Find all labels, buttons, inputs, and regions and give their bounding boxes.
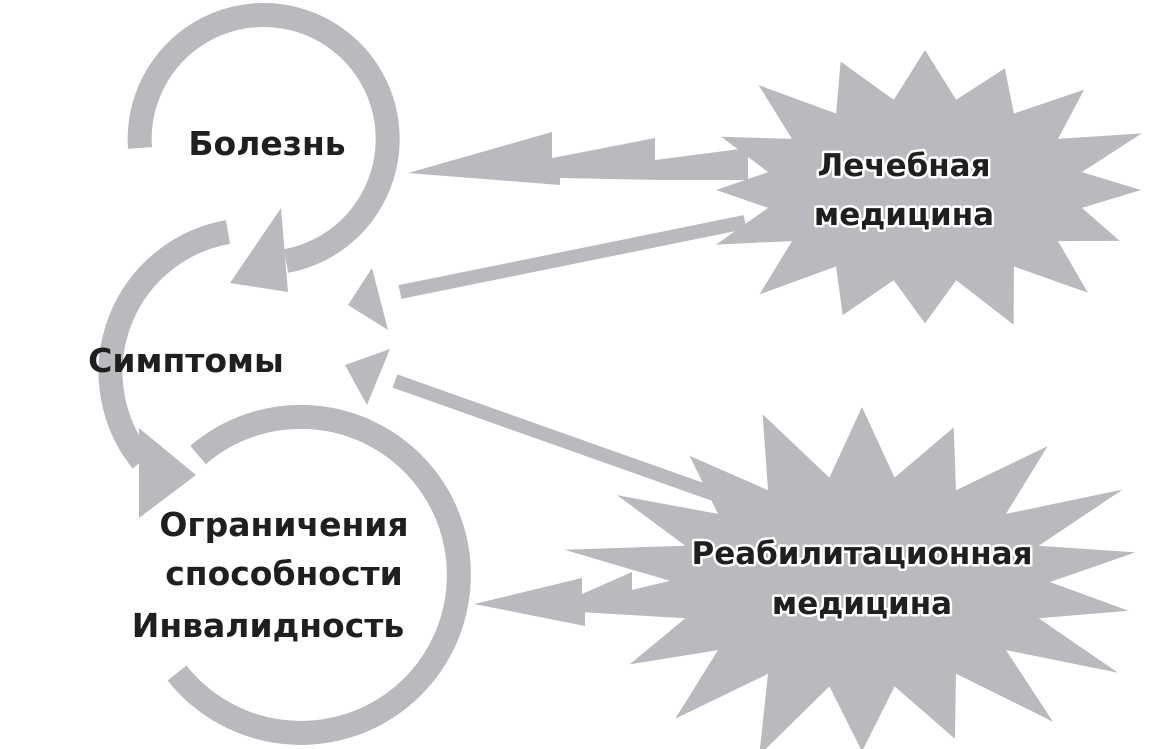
label-disease: Болезнь — [188, 124, 345, 163]
symptoms-ring-arrowhead — [139, 428, 196, 518]
lightning-bolt-top — [408, 132, 748, 185]
label-rehab-line2: медицина — [772, 586, 952, 622]
starburst-curative — [715, 50, 1142, 325]
arrow-curative-to-symptoms — [348, 215, 747, 330]
label-curative-line1: Лечебная — [818, 148, 991, 184]
arrow-rehab-to-symptoms — [345, 349, 728, 505]
lightning-bolt-bottom — [474, 570, 715, 626]
label-limitations-line3: Инвалидность — [132, 606, 405, 645]
limitations-ring — [167, 404, 471, 745]
arrow-rehab-head — [345, 349, 390, 405]
arrow-curative-head — [348, 268, 388, 330]
label-limitations-line2: способности — [165, 554, 403, 593]
arrow-curative-shaft — [398, 215, 747, 299]
starburst-rehab — [564, 407, 1136, 749]
symptoms-ring — [98, 220, 231, 518]
disease-ring-arrowhead — [230, 208, 288, 292]
arrow-rehab-shaft — [392, 374, 728, 505]
disease-ring-arc — [127, 3, 400, 273]
label-limitations-line1: Ограничения — [159, 505, 408, 544]
limitations-ring-arc — [167, 404, 471, 745]
label-rehab-line1: Реабилитационная — [692, 536, 1033, 572]
symptoms-ring-arc — [98, 220, 231, 469]
disease-ring — [127, 3, 400, 292]
label-curative-line2: медицина — [814, 197, 994, 233]
label-symptoms: Симптомы — [88, 341, 284, 380]
